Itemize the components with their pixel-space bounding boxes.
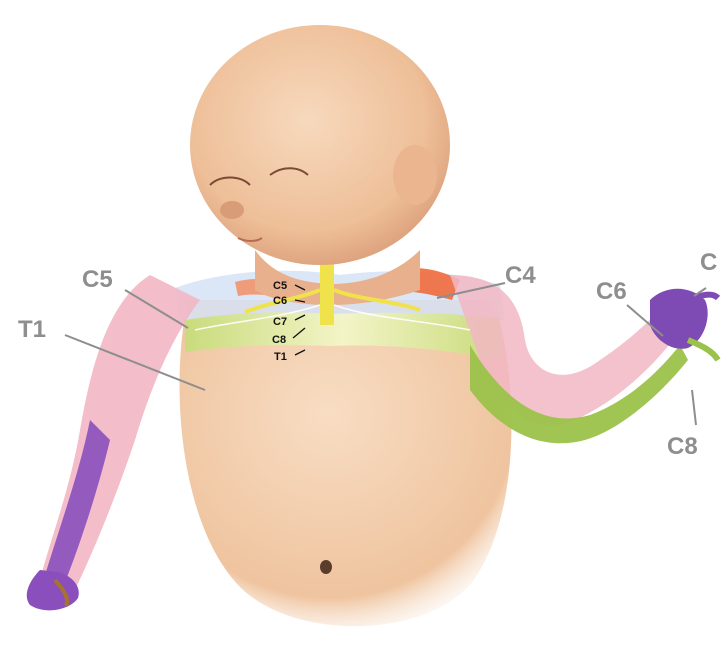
- left-arm: [27, 275, 200, 610]
- spine-label-t1: T1: [274, 351, 287, 363]
- spine-label-c5: C5: [273, 280, 287, 292]
- label-t1: T1: [18, 316, 46, 343]
- label-c8: C8: [667, 433, 698, 460]
- label-c7-cut: C: [700, 249, 717, 276]
- navel: [320, 560, 332, 574]
- nose: [220, 201, 244, 219]
- spine-label-c6: C6: [273, 295, 287, 307]
- label-c5: C5: [82, 266, 113, 293]
- ear: [393, 145, 437, 205]
- head: [190, 25, 450, 265]
- label-c6: C6: [596, 278, 627, 305]
- label-c4: C4: [505, 262, 536, 289]
- spine-label-c7: C7: [273, 316, 287, 328]
- spinal-column: [320, 255, 334, 325]
- spine-label-c8: C8: [272, 334, 286, 346]
